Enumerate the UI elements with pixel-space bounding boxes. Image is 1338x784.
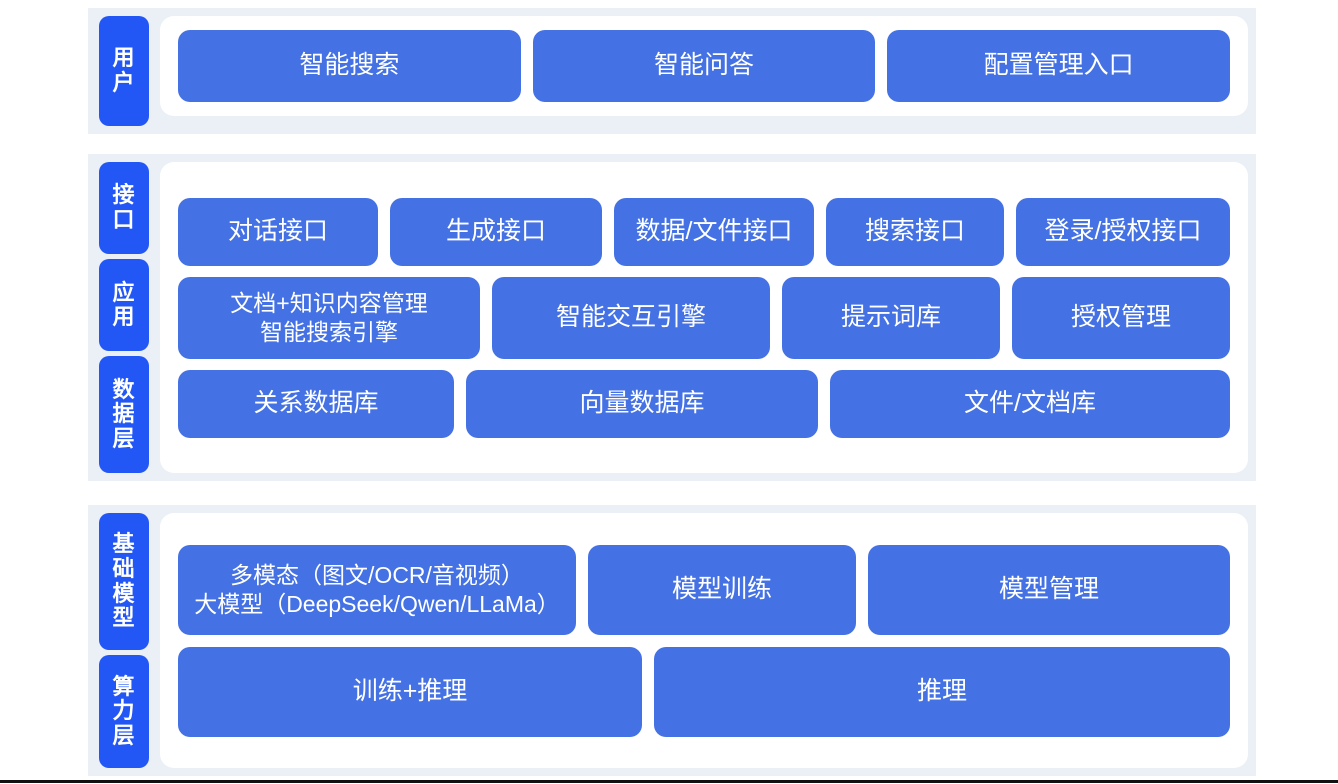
band-user-tag-column: 用户 bbox=[88, 8, 160, 134]
band-core-tag-column: 接口 应用 数据层 bbox=[88, 154, 160, 481]
row-data: 关系数据库 向量数据库 文件/文档库 bbox=[178, 369, 1230, 438]
row-foundation-model: 多模态（图文/OCR/音视频） 大模型（DeepSeek/Qwen/LLaMa）… bbox=[178, 544, 1230, 635]
layer-tag-compute: 算力层 bbox=[99, 655, 149, 768]
box-document-knowledge-management[interactable]: 文档+知识内容管理 智能搜索引擎 bbox=[178, 276, 480, 359]
box-smart-search[interactable]: 智能搜索 bbox=[178, 30, 521, 102]
row-user-entries: 智能搜索 智能问答 配置管理入口 bbox=[178, 30, 1231, 102]
box-multimodal-large-model[interactable]: 多模态（图文/OCR/音视频） 大模型（DeepSeek/Qwen/LLaMa） bbox=[178, 544, 576, 635]
box-authorization-management[interactable]: 授权管理 bbox=[1012, 276, 1230, 359]
box-login-authorization-api[interactable]: 登录/授权接口 bbox=[1016, 197, 1230, 266]
layer-tag-interface: 接口 bbox=[99, 162, 149, 255]
box-dialog-api[interactable]: 对话接口 bbox=[178, 197, 378, 266]
layer-tag-user: 用户 bbox=[99, 16, 149, 126]
box-model-training[interactable]: 模型训练 bbox=[588, 544, 856, 635]
box-search-api[interactable]: 搜索接口 bbox=[826, 197, 1004, 266]
band-user-layer: 用户 智能搜索 智能问答 配置管理入口 bbox=[88, 8, 1256, 134]
box-generation-api[interactable]: 生成接口 bbox=[390, 197, 602, 266]
box-file-document-store[interactable]: 文件/文档库 bbox=[830, 369, 1230, 438]
band-base-tag-column: 基础模型 算力层 bbox=[88, 505, 160, 776]
band-core-layers: 接口 应用 数据层 对话接口 生成接口 数据/文件接口 搜索接口 登录/授权接口… bbox=[88, 154, 1256, 481]
box-inference[interactable]: 推理 bbox=[654, 646, 1230, 737]
band-user-content: 智能搜索 智能问答 配置管理入口 bbox=[160, 16, 1248, 116]
row-interface: 对话接口 生成接口 数据/文件接口 搜索接口 登录/授权接口 bbox=[178, 197, 1230, 266]
band-base-layers: 基础模型 算力层 多模态（图文/OCR/音视频） 大模型（DeepSeek/Qw… bbox=[88, 505, 1256, 776]
box-vector-database[interactable]: 向量数据库 bbox=[466, 369, 818, 438]
box-model-management[interactable]: 模型管理 bbox=[868, 544, 1230, 635]
band-core-content: 对话接口 生成接口 数据/文件接口 搜索接口 登录/授权接口 文档+知识内容管理… bbox=[160, 162, 1248, 473]
box-data-file-api[interactable]: 数据/文件接口 bbox=[614, 197, 814, 266]
bottom-rule-divider bbox=[0, 780, 1338, 783]
row-compute: 训练+推理 推理 bbox=[178, 646, 1230, 737]
box-training-inference[interactable]: 训练+推理 bbox=[178, 646, 642, 737]
layer-tag-application: 应用 bbox=[99, 259, 149, 352]
box-prompt-library[interactable]: 提示词库 bbox=[782, 276, 1000, 359]
box-relational-database[interactable]: 关系数据库 bbox=[178, 369, 454, 438]
layer-tag-data: 数据层 bbox=[99, 356, 149, 473]
row-application: 文档+知识内容管理 智能搜索引擎 智能交互引擎 提示词库 授权管理 bbox=[178, 276, 1230, 359]
box-config-management-entry[interactable]: 配置管理入口 bbox=[887, 30, 1231, 102]
box-smart-interaction-engine[interactable]: 智能交互引擎 bbox=[492, 276, 770, 359]
layer-tag-foundation-model: 基础模型 bbox=[99, 513, 149, 651]
band-base-content: 多模态（图文/OCR/音视频） 大模型（DeepSeek/Qwen/LLaMa）… bbox=[160, 513, 1248, 768]
box-smart-qa[interactable]: 智能问答 bbox=[532, 30, 876, 102]
